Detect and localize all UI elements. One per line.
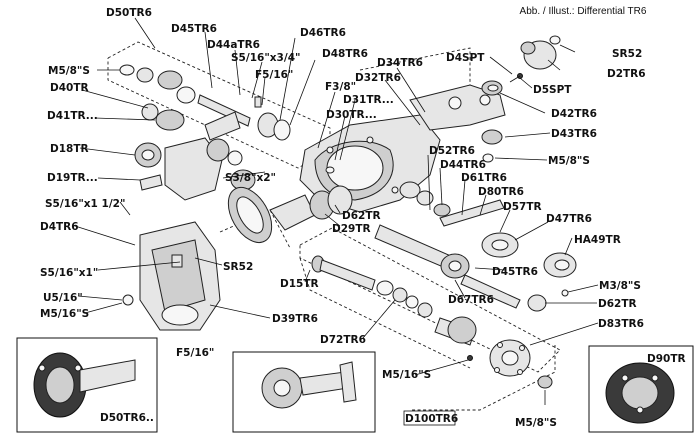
label-d45tr6-lower: D45TR6	[492, 266, 538, 278]
label-d72tr6: D72TR6	[320, 334, 366, 346]
label-d5spt: D5SPT	[533, 84, 572, 96]
label-m58s-left: M5/8"S	[48, 65, 90, 77]
label-d34tr6: D34TR6	[377, 57, 423, 69]
label-d100tr6: D100TR6	[405, 413, 458, 425]
label-d18tr: D18TR	[50, 143, 89, 155]
label-s38x2: S3/8"x2"	[225, 172, 276, 184]
rear-cover	[122, 221, 221, 331]
label-d80tr6: D80TR6	[478, 186, 524, 198]
label-f516-lower: F5/16"	[176, 347, 214, 359]
label-d4tr6: D4TR6	[40, 221, 79, 233]
label-sr52-mid: SR52	[223, 261, 253, 273]
label-d41tr: D41TR...	[47, 110, 98, 122]
label-sr52-top: SR52	[612, 48, 642, 60]
label-f516-upper: F5/16"	[255, 69, 293, 81]
label-m516s-bottom: M5/16"S	[382, 369, 431, 381]
part-labels: D50TR6 M5/8"S D45TR6 D44aTR6 S5/16"x3/4"…	[40, 7, 686, 429]
inset-stub-axle-box	[232, 351, 376, 433]
label-d45tr6: D45TR6	[171, 23, 217, 35]
label-d57tr: D57TR	[503, 201, 542, 213]
inset-hub-box	[16, 337, 158, 433]
label-d40tr: D40TR	[50, 82, 89, 94]
label-d44tr6: D44TR6	[440, 159, 486, 171]
label-d52tr6: D52TR6	[429, 145, 475, 157]
label-d47tr6: D47TR6	[546, 213, 592, 225]
label-f38: F3/8"	[325, 81, 356, 93]
label-m516s-left: M5/16"S	[40, 308, 89, 320]
label-s516x34: S5/16"x3/4"	[231, 52, 300, 64]
inset-diff-box	[588, 345, 694, 433]
label-u516: U5/16"	[43, 292, 83, 304]
pinion-assembly	[119, 64, 291, 201]
label-d44atr6: D44aTR6	[207, 39, 260, 51]
label-d46tr6: D46TR6	[300, 27, 346, 39]
label-m58s-bottom: M5/8"S	[515, 417, 557, 429]
label-d62tr-right: D62TR	[598, 298, 637, 310]
leader-lines	[74, 17, 599, 405]
ring-gear	[227, 166, 353, 243]
lower-shaft-hub	[311, 255, 553, 389]
label-ha49tr: HA49TR	[574, 234, 621, 246]
right-drive-shaft	[374, 181, 577, 312]
label-d50tr6-top: D50TR6	[106, 7, 152, 19]
label-s516x112: S5/16"x1 1/2"	[45, 198, 125, 210]
label-d29tr: D29TR	[332, 223, 371, 235]
label-d67tr6: D67TR6	[448, 294, 494, 306]
label-d4spt: D4SPT	[446, 52, 485, 64]
label-d19tr: D19TR...	[47, 172, 98, 184]
label-d2tr6: D2TR6	[607, 68, 646, 80]
label-d32tr6: D32TR6	[355, 72, 401, 84]
label-m38s: M3/8"S	[599, 280, 641, 292]
label-d50tr6-inset: D50TR6..	[100, 412, 154, 424]
label-d48tr6: D48TR6	[322, 48, 368, 60]
label-d43tr6: D43TR6	[551, 128, 597, 140]
label-d31tr: D31TR...	[343, 94, 394, 106]
label-d61tr6: D61TR6	[461, 172, 507, 184]
label-d30tr: D30TR...	[326, 109, 377, 121]
top-right-parts	[481, 35, 561, 163]
label-m58s-right: M5/8"S	[548, 155, 590, 167]
label-d90tr: D90TR	[647, 353, 686, 365]
label-d83tr6: D83TR6	[598, 318, 644, 330]
label-d39tr6: D39TR6	[272, 313, 318, 325]
label-s516x1: S5/16"x1"	[40, 267, 98, 279]
d100tr6-label-box	[403, 410, 456, 426]
label-d15tr: D15TR	[280, 278, 319, 290]
label-d62tr-mid: D62TR	[342, 210, 381, 222]
label-d42tr6: D42TR6	[551, 108, 597, 120]
diagram-caption: Abb. / Illust.: Differential TR6	[520, 6, 647, 17]
